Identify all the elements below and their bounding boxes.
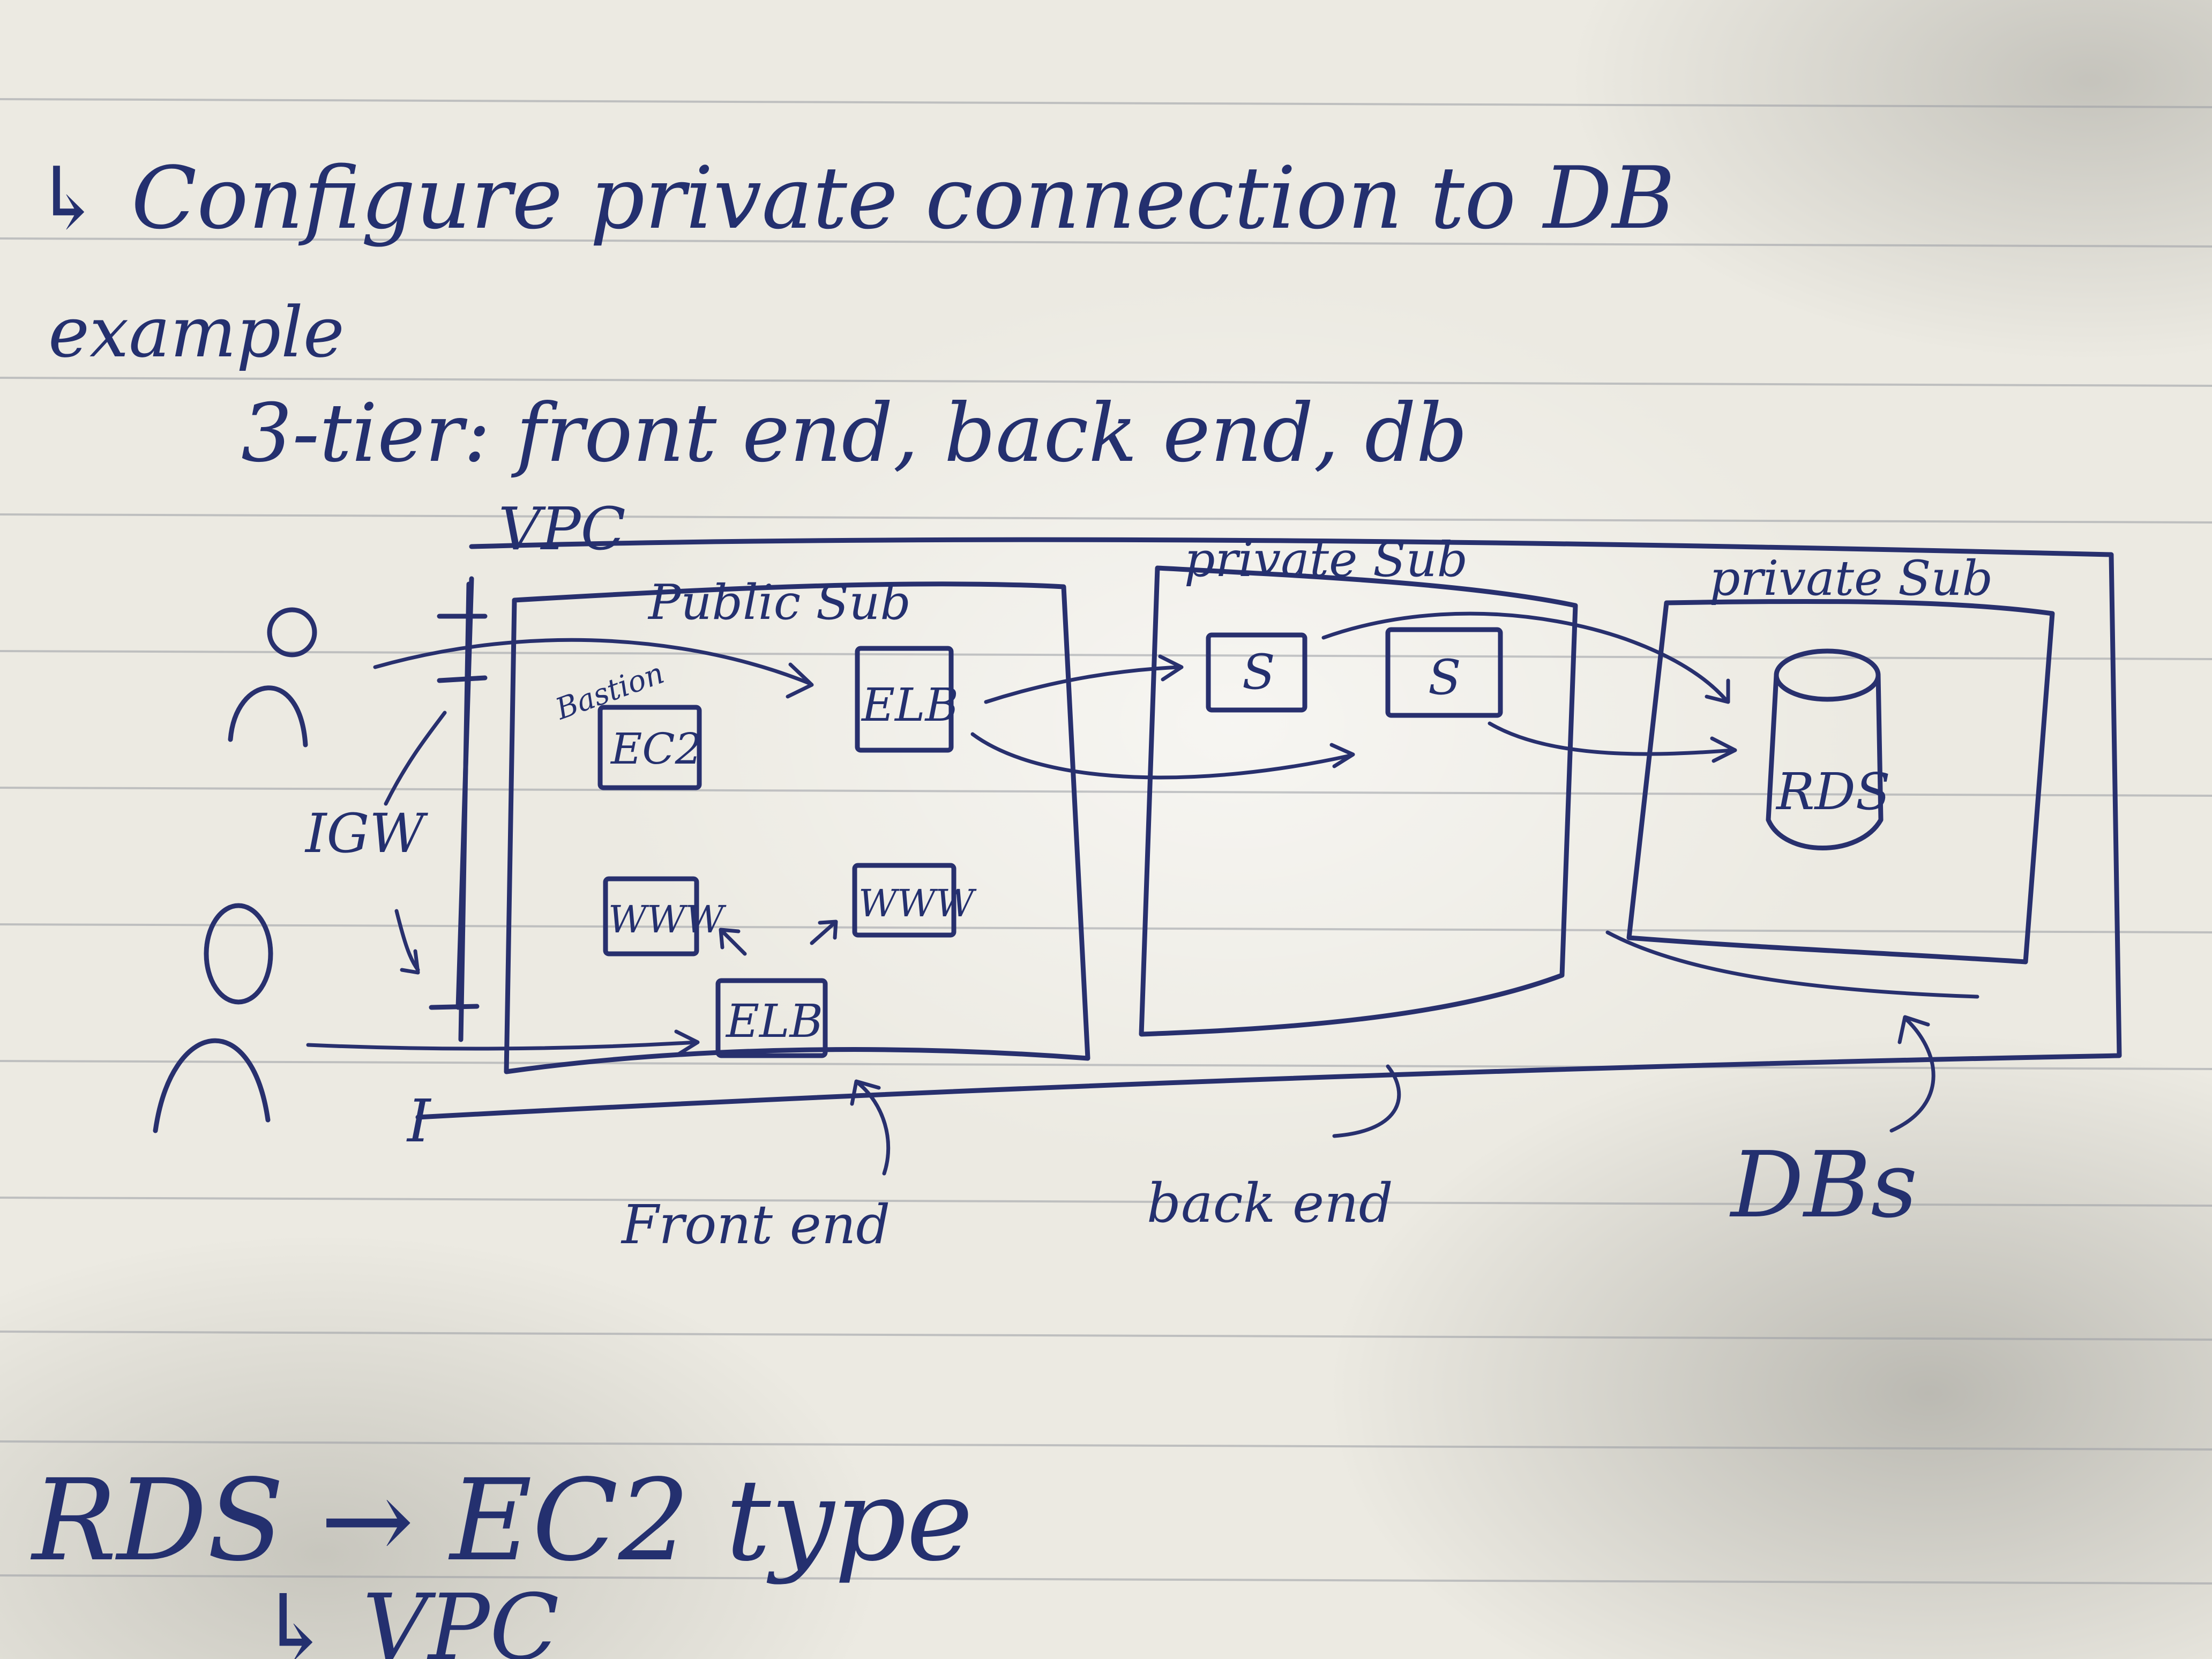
web-server-left-box: WWW — [603, 876, 727, 956]
private-subnet-backend: private Sub — [1139, 532, 1578, 1037]
elb-bottom-box: ELB — [715, 978, 828, 1058]
web-right-label: WWW — [858, 881, 977, 925]
server2-label: S — [1428, 649, 1461, 706]
private-subnet-db-label: private Sub — [1709, 550, 1993, 607]
public-subnet: Public Sub — [504, 574, 1090, 1074]
rds-database-icon: RDS — [1766, 648, 1890, 850]
note-example: example — [48, 292, 345, 373]
public-subnet-label: Public Sub — [647, 574, 911, 631]
backend-label: back end — [1147, 1172, 1393, 1235]
igw-gateway: IGW I — [304, 581, 488, 1155]
elb-top-box: ELB — [855, 646, 959, 753]
ec2-label: EC2 — [610, 724, 703, 774]
frontend-label: Front end — [621, 1193, 890, 1256]
backend-server-1-box: S — [1206, 632, 1307, 713]
note-3tier: 3-tier: front end, back end, db — [241, 387, 1468, 480]
backend-server-2-box: S — [1385, 627, 1503, 718]
igw-label: IGW — [304, 802, 428, 865]
vpc-container: VPC — [415, 495, 2122, 1120]
bastion-label: Bastion — [550, 655, 668, 726]
elb-top-label: ELB — [861, 679, 959, 732]
private-subnet-db: private Sub — [1626, 550, 2055, 965]
web-left-label: WWW — [608, 898, 727, 941]
connection-arrows — [306, 611, 1979, 1176]
elb-bottom-label: ELB — [725, 995, 823, 1048]
igw-bottom-label: I — [406, 1087, 432, 1155]
note-vpc: ↳ VPC — [257, 1575, 559, 1659]
user-icon-top — [228, 607, 317, 748]
user-icon-bottom — [153, 903, 273, 1133]
note-configure-line: ↳ Configure private connection to DB — [32, 148, 1675, 248]
dbs-label: DBs — [1729, 1132, 1917, 1238]
bastion-ec2-box: EC2 Bastion — [550, 655, 703, 790]
note-rds-ec2: RDS → EC2 type — [30, 1455, 973, 1586]
vpc-label: VPC — [498, 495, 626, 563]
rds-label: RDS — [1775, 763, 1890, 821]
ruled-lines — [0, 98, 2212, 1585]
web-server-right-box: WWW — [852, 863, 977, 938]
server1-label: S — [1242, 644, 1275, 700]
private-subnet-backend-label: private Sub — [1184, 532, 1468, 588]
